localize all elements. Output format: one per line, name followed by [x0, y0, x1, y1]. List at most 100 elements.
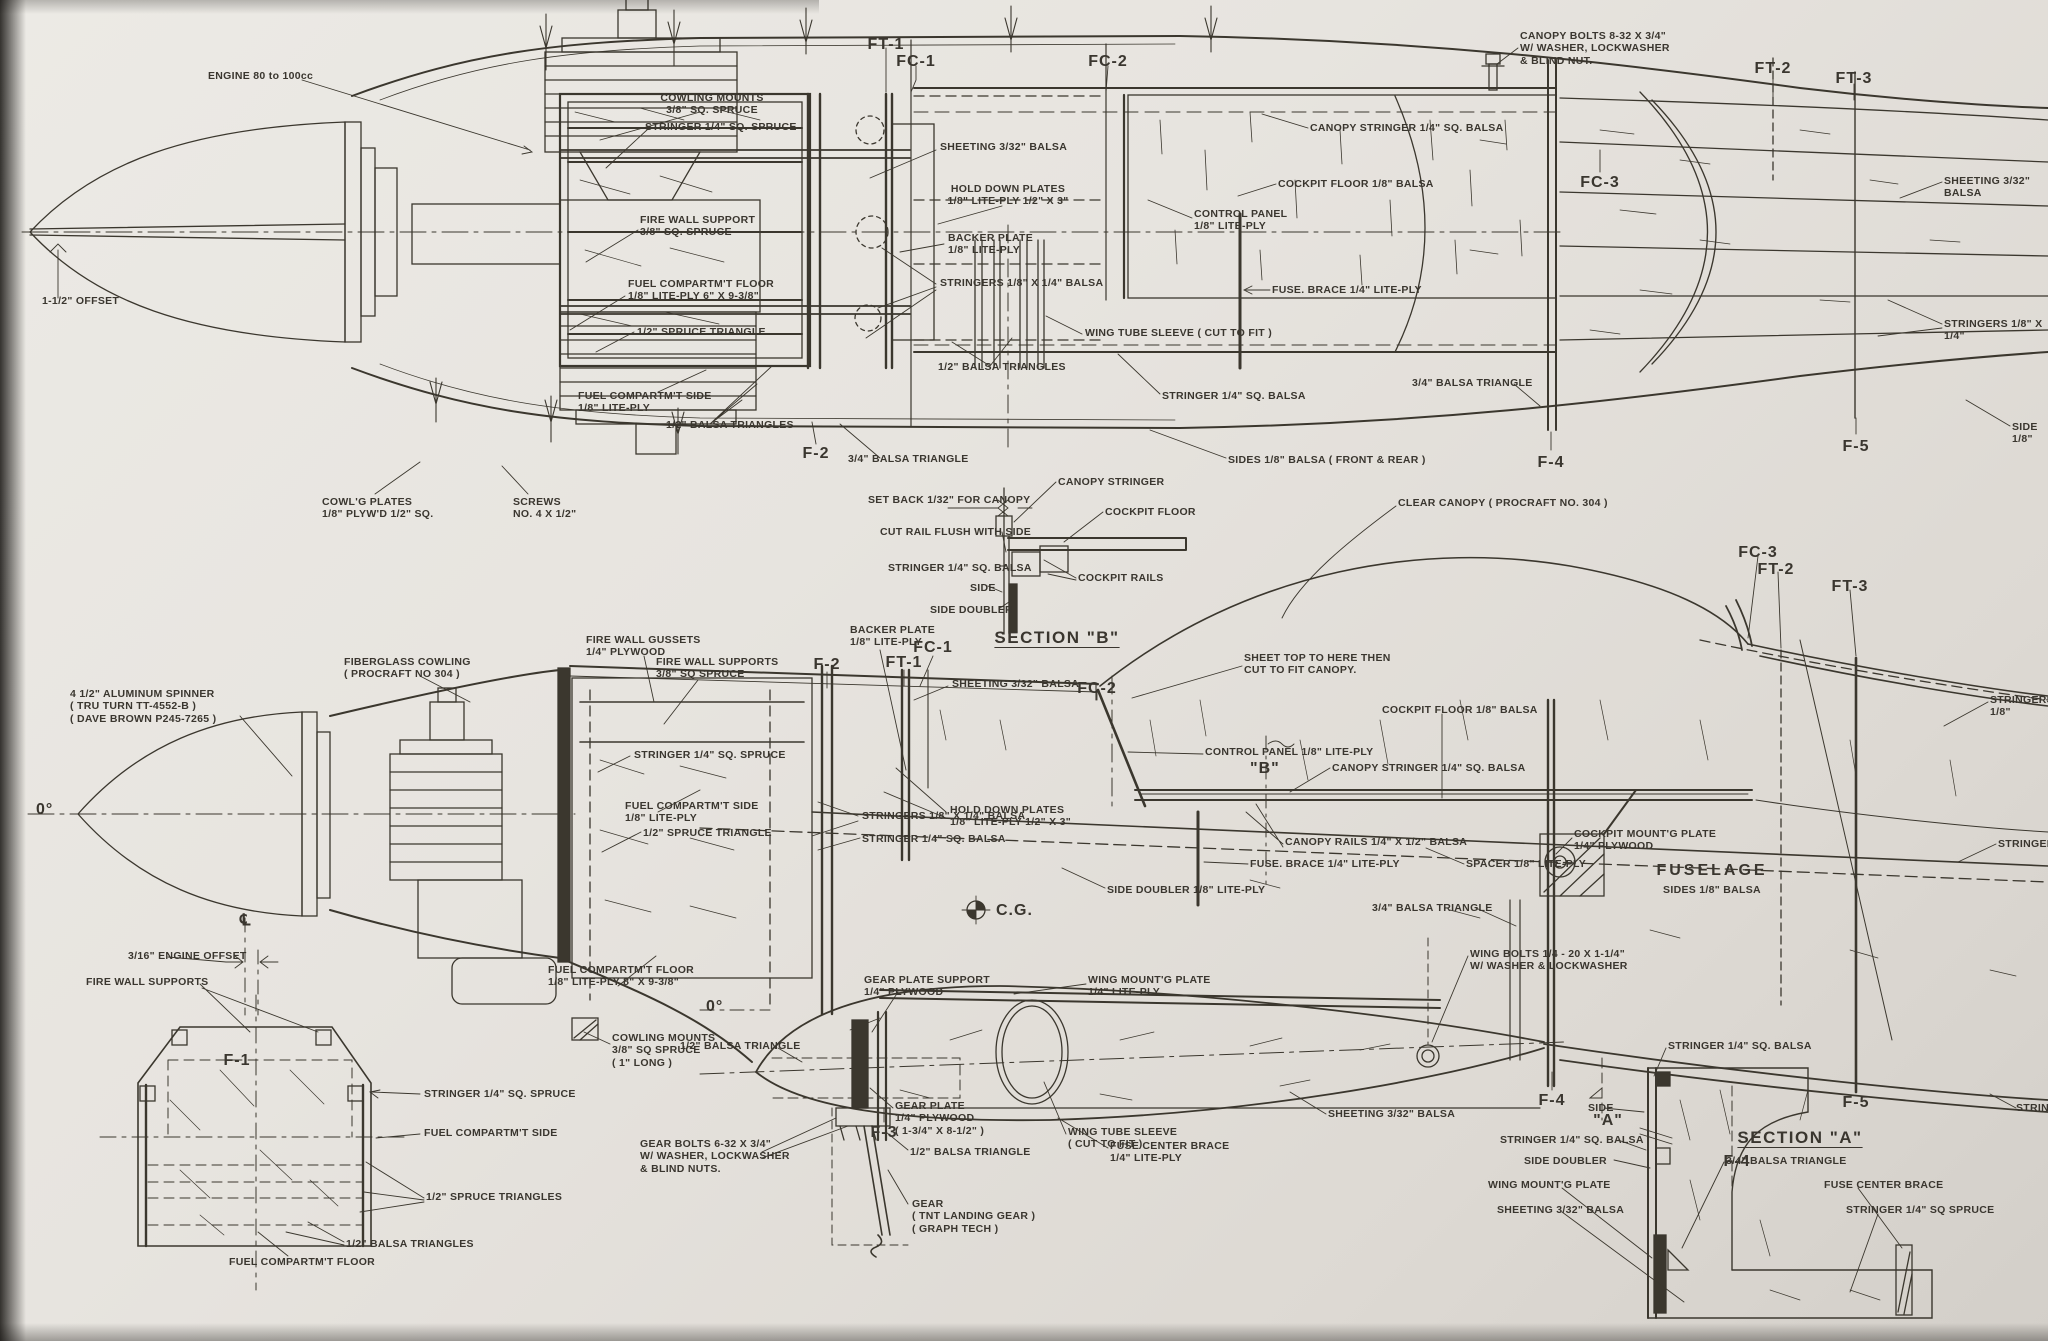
annotation-label: ENGINE 80 to 100cc	[208, 70, 314, 82]
side-view	[27, 556, 2048, 1258]
canopy-bolt-symbol	[1481, 53, 1505, 91]
annotation-label: STRINGER 1/4" SQ. BALSA	[862, 833, 1006, 845]
annotation-label: F-5	[1842, 1094, 1870, 1111]
annotation-label: 0°	[706, 998, 724, 1015]
annotation-label: 1/2" BALSA TRIANGLE	[680, 1040, 801, 1052]
annotation-label: 3/16" ENGINE OFFSET	[128, 950, 247, 962]
wing-root-airfoil	[699, 937, 1566, 1122]
annotation-label: STRING	[2016, 1102, 2048, 1114]
annotation-label: "A"	[1593, 1112, 1623, 1129]
annotation-label: SIDE	[1588, 1102, 1614, 1114]
annotation-label: WING TUBE SLEEVE ( CUT TO FIT )	[1085, 327, 1273, 339]
annotation-label: FUSE. BRACE 1/4" LITE-PLY	[1250, 858, 1400, 870]
annotation-label: F-1	[223, 1052, 251, 1069]
annotation-label: SPACER 1/8" LITE-PLY	[1466, 858, 1587, 870]
annotation-label: SIDES 1/8" BALSA ( FRONT & REAR )	[1228, 454, 1426, 466]
annotation-label: STRINGER 1/4" SQ. SPRUCE	[634, 749, 786, 761]
annotation-label: STRINGER	[1998, 838, 2048, 850]
cg-symbol	[961, 895, 991, 925]
annotation-label: FT-1	[867, 36, 905, 53]
annotation-label: FIBERGLASS COWLING ( PROCRAFT NO 304 )	[344, 656, 471, 681]
annotation-label: FUEL COMPARTM'T SIDE 1/8" LITE-PLY	[625, 800, 759, 825]
cockpit-floor-plan	[1122, 93, 1557, 300]
top-view-plan	[21, 0, 2048, 455]
engine-side	[389, 687, 557, 1005]
leader-lines	[167, 47, 2017, 1303]
annotation-label: WING TUBE SLEEVE ( CUT TO FIT )	[1068, 1126, 1178, 1151]
annotation-label: FC-1	[896, 53, 936, 70]
annotation-label: C.G.	[996, 902, 1033, 919]
screw-marks	[429, 5, 1218, 455]
annotation-label: WING MOUNT'G PLATE	[1488, 1179, 1611, 1191]
annotation-label: F-5	[1842, 438, 1870, 455]
section-b-detail	[947, 481, 1187, 635]
photo-shadow-top	[0, 0, 820, 14]
annotation-label: FUSE CENTER BRACE	[1824, 1179, 1944, 1191]
annotation-label: BACKER PLATE 1/8" LITE-PLY	[850, 624, 936, 649]
annotation-label: WING BOLTS 1/4 - 20 X 1-1/4" W/ WASHER &…	[1470, 948, 1628, 973]
annotation-label: STRINGER 1/4" SQ SPRUCE	[1846, 1204, 1995, 1216]
annotation-label: CONTROL PANEL 1/8" LITE-PLY	[1194, 208, 1288, 233]
annotation-label: COCKPIT FLOOR 1/8" BALSA	[1278, 178, 1434, 190]
f1-former-detail	[99, 917, 411, 1291]
annotation-label: SECTION "A"	[1737, 1128, 1863, 1147]
annotation-label: FUEL COMPARTM'T FLOOR 1/8" LITE-PLY 8" X…	[548, 964, 695, 989]
annotation-label: FC-1	[913, 639, 953, 656]
annotation-label: HOLD DOWN PLATES 1/8" LITE-PLY 1/2" X 3"	[947, 183, 1069, 208]
annotation-label: FIRE WALL GUSSETS 1/4" PLYWOOD	[586, 634, 701, 659]
annotation-label: FIRE WALL SUPPORTS	[86, 976, 209, 988]
annotation-label: FC-2	[1088, 53, 1128, 70]
annotation-label: 1-1/2" OFFSET	[42, 295, 120, 307]
annotation-label: CLEAR CANOPY ( PROCRAFT NO. 304 )	[1398, 497, 1608, 509]
landing-gear	[699, 1009, 961, 1258]
annotation-label: BACKER PLATE 1/8" LITE-PLY	[948, 232, 1034, 257]
annotation-label: COCKPIT RAILS	[1078, 572, 1164, 584]
section-a-detail	[1639, 1067, 1933, 1319]
annotation-label: SHEETING 3/32" BALSA	[940, 141, 1068, 153]
annotation-label: 3/4" BALSA TRIANGLE	[1726, 1155, 1847, 1167]
annotation-label: 1/2" BALSA TRIANGLE	[910, 1146, 1031, 1158]
annotation-label: SIDES 1/8" BALSA	[1663, 884, 1761, 896]
annotation-label: COWLING MOUNTS 3/8" SQ SPRUCE ( 1" LONG …	[612, 1032, 716, 1069]
annotation-label: COCKPIT MOUNT'G PLATE 1/4" PLYWOOD	[1574, 828, 1717, 853]
annotation-label: ℄	[240, 912, 252, 929]
annotation-label: STRINGERS 1/8" X 1/4"	[1944, 318, 2043, 343]
annotation-label: FUSELAGE	[1656, 862, 1768, 879]
annotation-label: STRINGERS 1/8" X 1/4" BALSA	[862, 810, 1026, 822]
annotation-label: F-2	[813, 656, 841, 673]
annotation-label: SET BACK 1/32" FOR CANOPY	[868, 494, 1031, 506]
annotation-label: SHEETING 3/32" BALSA	[1328, 1108, 1456, 1120]
annotation-label: SIDE DOUBLER 1/8" LITE-PLY	[1107, 884, 1266, 896]
annotation-label: SIDE DOUBLER	[930, 604, 1013, 616]
fuel-compartment-side	[571, 677, 813, 1011]
annotation-label: FUEL COMPARTM'T FLOOR	[229, 1256, 376, 1268]
annotation-label: 0°	[36, 801, 54, 818]
annotation-label: F-4	[1537, 454, 1565, 471]
annotation-label: STRINGER 1/4" SQ. BALSA	[888, 562, 1032, 574]
annotation-label: 3/4" BALSA TRIANGLE	[1412, 377, 1533, 389]
annotation-label: FC-2	[1077, 680, 1117, 697]
annotation-label: CUT RAIL FLUSH WITH SIDE	[880, 526, 1032, 538]
photo-shadow-bottom	[0, 1323, 2048, 1341]
annotation-label: F-3	[870, 1124, 898, 1141]
annotation-label: STRINGER 1/4" SQ. BALSA	[1162, 390, 1306, 402]
annotation-label: FUEL COMPARTM'T FLOOR 1/8" LITE-PLY 6" X…	[628, 278, 775, 303]
annotation-label: HOLD DOWN PLATES 1/8" LITE-PLY 1/2" X 3"	[950, 804, 1072, 829]
annotation-label: FUEL COMPARTM'T SIDE 1/8" LITE-PLY	[578, 390, 712, 415]
annotation-label: FUSE. BRACE 1/4" LITE-PLY	[1272, 284, 1422, 296]
annotation-label: GEAR PLATE 1/4" PLYWOOD ( 1-3/4" X 8-1/2…	[895, 1100, 985, 1137]
annotation-label: STRINGER 1/4" SQ. BALSA	[1668, 1040, 1812, 1052]
annotation-label: FT-3	[1831, 578, 1869, 595]
annotation-label: FUEL COMPARTM'T SIDE	[424, 1127, 558, 1139]
annotation-label: 1/2" BALSA TRIANGLES	[938, 361, 1066, 373]
annotation-label: F-4	[1723, 1153, 1751, 1170]
annotation-label: F-4	[1538, 1092, 1566, 1109]
annotation-label: FIRE WALL SUPPORTS 3/8" SQ SPRUCE	[656, 656, 779, 681]
annotation-label: COWL'G PLATES 1/8" PLYW'D 1/2" SQ.	[322, 496, 434, 521]
annotation-label: "B"	[1250, 760, 1280, 777]
annotation-label: 1/2" SPRUCE TRIANGLE	[637, 326, 766, 338]
annotation-label: STRINGERS 1/8" X 1/4" BALSA	[940, 277, 1104, 289]
